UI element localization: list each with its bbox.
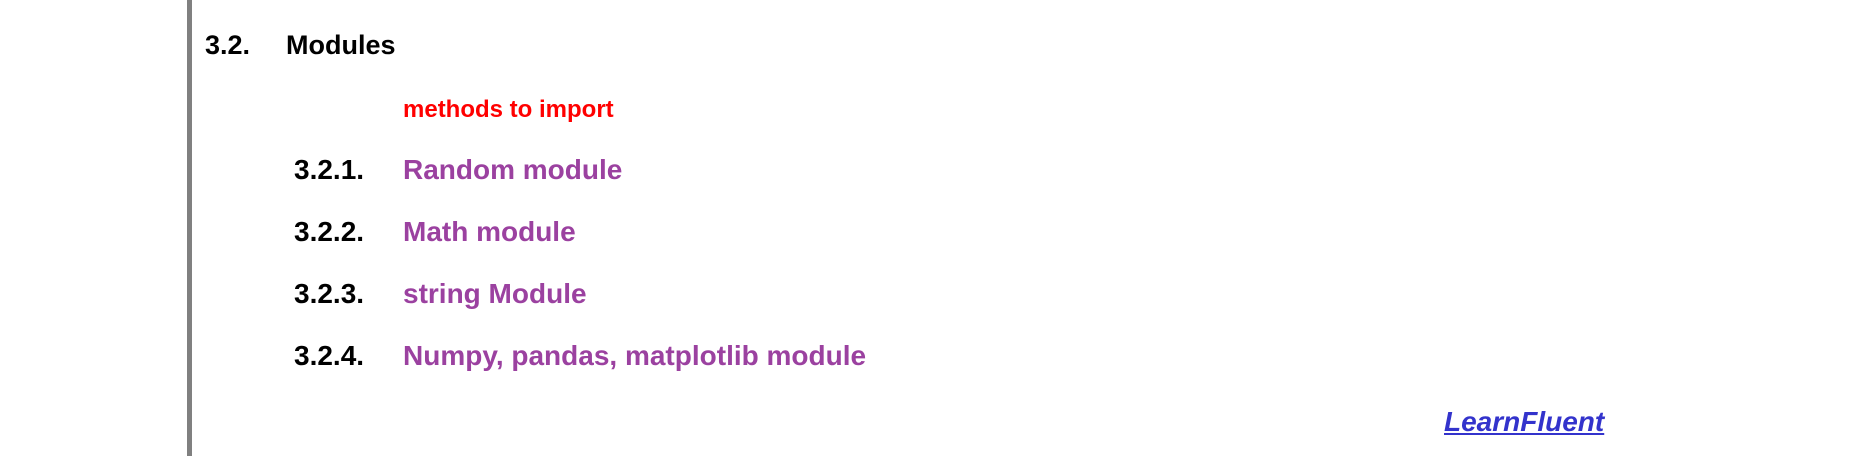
- section-number: 3.2.: [205, 30, 251, 60]
- math-module-link[interactable]: Math module: [403, 216, 576, 247]
- item-number: 3.2.1.: [294, 154, 365, 185]
- list-item-random: 3.2.1. Random module: [294, 154, 622, 186]
- section-heading: 3.2. Modules: [205, 30, 396, 61]
- item-number: 3.2.2.: [294, 216, 365, 247]
- numpy-pandas-matplotlib-link[interactable]: Numpy, pandas, matplotlib module: [403, 340, 867, 371]
- item-number: 3.2.3.: [294, 278, 365, 309]
- learnfluent-link[interactable]: LearnFluent: [1444, 406, 1605, 437]
- list-item-string: 3.2.3. string Module: [294, 278, 587, 310]
- item-number: 3.2.4.: [294, 340, 365, 371]
- section-title: Modules: [286, 30, 396, 60]
- list-item-math: 3.2.2. Math module: [294, 216, 576, 248]
- list-item-numpy: 3.2.4. Numpy, pandas, matplotlib module: [294, 340, 866, 372]
- string-module-link[interactable]: string Module: [403, 278, 587, 309]
- left-border-rule: [187, 0, 192, 456]
- import-note: methods to import: [403, 96, 614, 123]
- random-module-link[interactable]: Random module: [403, 154, 623, 185]
